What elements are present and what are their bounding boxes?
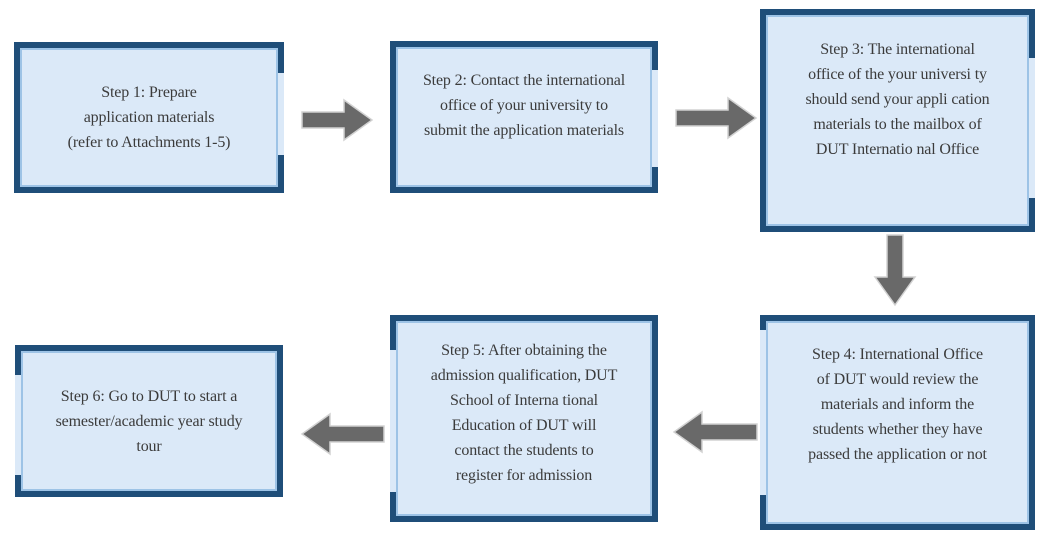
flow-step-3-body: Step 3: The international office of the … — [766, 15, 1029, 226]
flow-step-5-body: Step 5: After obtaining the admission qu… — [396, 321, 652, 516]
flow-step-3-text: Step 3: The international office of the … — [805, 41, 990, 158]
flow-step-5-notch — [390, 350, 396, 492]
flow-step-1-body: Step 1: Prepare application materials (r… — [20, 48, 278, 187]
right-arrow-step2-to-step3-icon — [675, 96, 758, 140]
flow-step-2-notch — [652, 70, 658, 167]
flow-step-3-box: Step 3: The international office of the … — [760, 9, 1035, 232]
right-arrow-step1-to-step2-icon — [301, 98, 374, 142]
flow-step-3-notch — [1029, 58, 1035, 198]
flow-step-5-text: Step 5: After obtaining the admission qu… — [430, 341, 618, 484]
flow-step-2-text: Step 2: Contact the international office… — [422, 71, 626, 139]
flow-step-6-notch — [15, 375, 21, 475]
left-arrow-step4-to-step5-icon — [672, 410, 758, 454]
flow-step-6-text: Step 6: Go to DUT to start a semester/ac… — [55, 387, 243, 455]
flow-step-4-box: Step 4: International Office of DUT woul… — [760, 315, 1035, 530]
flow-step-2-body: Step 2: Contact the international office… — [396, 47, 652, 187]
flow-step-1-notch — [278, 73, 284, 155]
flow-step-6-body: Step 6: Go to DUT to start a semester/ac… — [21, 351, 277, 491]
flow-step-6-box: Step 6: Go to DUT to start a semester/ac… — [15, 345, 283, 497]
flow-step-1-box: Step 1: Prepare application materials (r… — [14, 42, 284, 193]
flow-step-4-body: Step 4: International Office of DUT woul… — [766, 321, 1029, 524]
left-arrow-step5-to-step6-icon — [300, 412, 385, 456]
flow-step-2-box: Step 2: Contact the international office… — [390, 41, 658, 193]
flow-step-5-box: Step 5: After obtaining the admission qu… — [390, 315, 658, 522]
flow-step-4-notch — [760, 330, 766, 495]
flow-step-4-text: Step 4: International Office of DUT woul… — [808, 346, 987, 463]
flow-step-1-text: Step 1: Prepare application materials (r… — [67, 84, 231, 151]
down-arrow-step3-to-step4-icon — [873, 234, 917, 307]
